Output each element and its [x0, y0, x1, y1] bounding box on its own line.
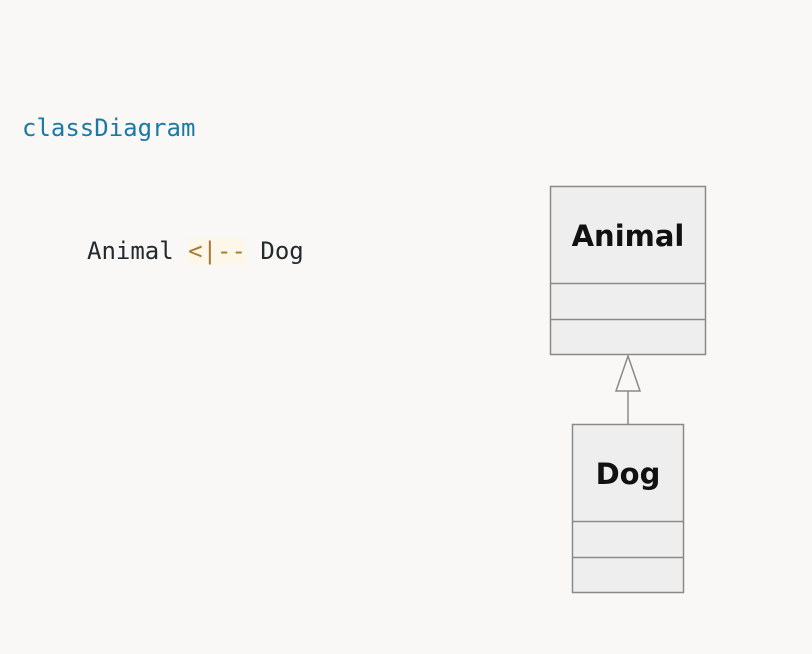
code-left-class: Animal	[87, 237, 174, 265]
class-title-dog: Dog	[596, 457, 661, 491]
class-title-animal: Animal	[572, 219, 685, 253]
code-line-1: classDiagram	[22, 108, 304, 149]
class-box-animal: Animal	[549, 185, 707, 356]
code-line-2: Animal <|-- Dog	[22, 231, 304, 272]
class-box-dog: Dog	[571, 423, 685, 594]
class-box-dog-frame	[571, 423, 685, 594]
code-right-class: Dog	[260, 237, 304, 265]
code-keyword: classDiagram	[22, 114, 196, 142]
code-block: classDiagram Animal <|-- Dog	[22, 26, 304, 354]
class-box-animal-frame	[549, 185, 707, 356]
inheritance-connector	[614, 353, 642, 425]
inheritance-arrowhead-icon	[614, 353, 642, 392]
code-relation-operator: <|--	[188, 237, 246, 265]
